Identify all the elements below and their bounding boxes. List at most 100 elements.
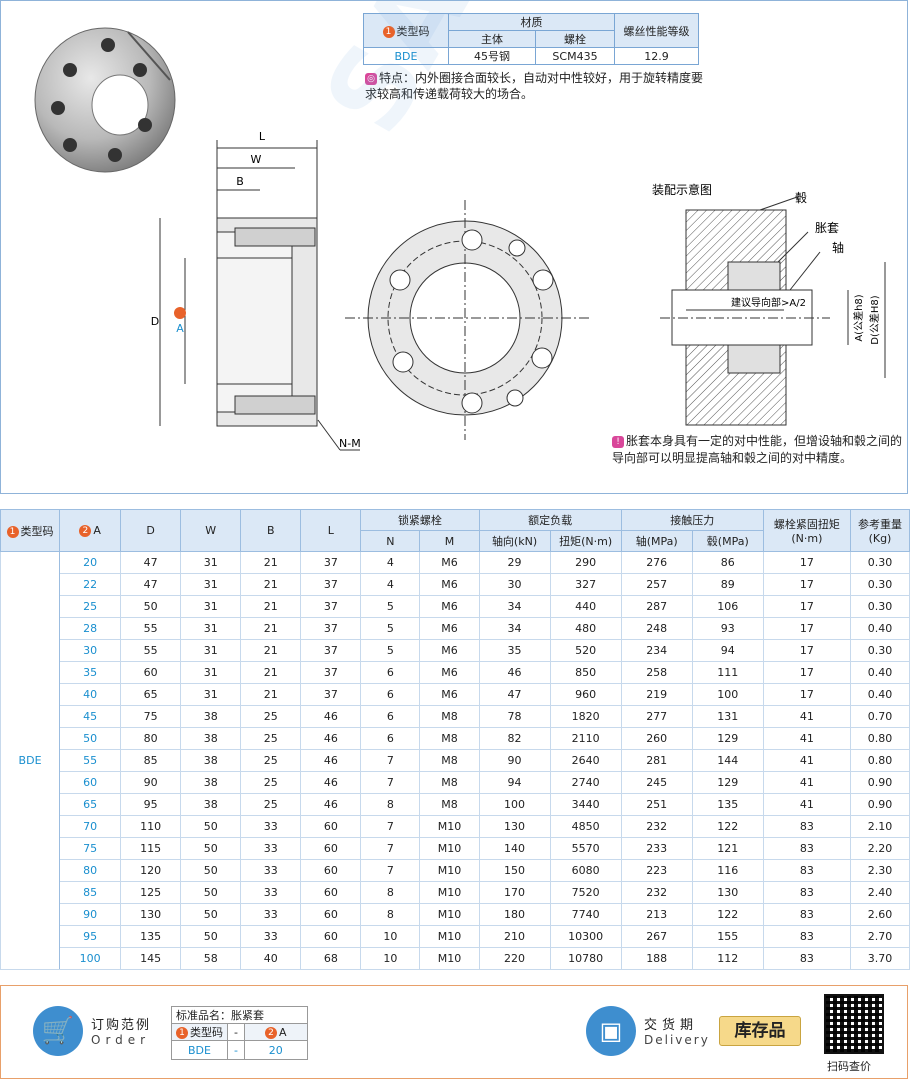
table-cell: 17 bbox=[762, 595, 851, 618]
table-cell: 1820 bbox=[549, 705, 622, 728]
table-cell: 106 bbox=[691, 595, 764, 618]
table-cell: 60 bbox=[300, 881, 362, 904]
table-cell: 251 bbox=[620, 793, 693, 816]
table-cell: 28 bbox=[59, 617, 122, 640]
table-cell: 0.80 bbox=[849, 749, 910, 772]
table-cell: 31 bbox=[180, 617, 242, 640]
table-cell: 129 bbox=[691, 727, 764, 750]
table-cell: 65 bbox=[120, 683, 182, 706]
table-cell: 4 bbox=[360, 551, 421, 574]
feature-description: ◎特点：内外圈接合面较长，自动对中性较好，用于旋转精度要求较高和传递载荷较大的场… bbox=[365, 71, 704, 101]
table-cell: 440 bbox=[549, 595, 622, 618]
table-cell: 47 bbox=[120, 573, 182, 596]
table-cell: 6 bbox=[360, 705, 421, 728]
table-cell: 135 bbox=[120, 925, 182, 948]
material-header-bolt: 螺栓 bbox=[535, 30, 615, 48]
table-cell: 213 bbox=[620, 903, 693, 926]
table-cell: 10 bbox=[360, 947, 421, 970]
table-cell: 38 bbox=[180, 727, 242, 750]
table-cell: 90 bbox=[59, 903, 122, 926]
table-cell: 46 bbox=[300, 705, 362, 728]
table-cell: 60 bbox=[300, 837, 362, 860]
spec-header-B: B bbox=[240, 509, 302, 552]
table-cell: M10 bbox=[419, 925, 480, 948]
spec-header-load: 额定负载 bbox=[478, 509, 622, 531]
table-cell: M10 bbox=[419, 859, 480, 882]
table-cell: 31 bbox=[180, 661, 242, 684]
table-cell: M6 bbox=[419, 595, 480, 618]
table-cell: 41 bbox=[762, 727, 851, 750]
note-icon: ! bbox=[612, 435, 624, 448]
table-cell: 50 bbox=[120, 595, 182, 618]
table-cell: 0.40 bbox=[849, 617, 910, 640]
table-cell: 5 bbox=[360, 639, 421, 662]
table-cell: M6 bbox=[419, 573, 480, 596]
table-cell: 2740 bbox=[549, 771, 622, 794]
table-cell: 46 bbox=[300, 793, 362, 816]
table-cell: 115 bbox=[120, 837, 182, 860]
spec-header-pressure: 接触压力 bbox=[620, 509, 764, 531]
table-cell: 2110 bbox=[549, 727, 622, 750]
label-A-tol: A(公差h8) bbox=[852, 294, 865, 341]
table-cell: 0.40 bbox=[849, 683, 910, 706]
table-cell: 31 bbox=[180, 573, 242, 596]
table-cell: 37 bbox=[300, 551, 362, 574]
table-cell: 120 bbox=[120, 859, 182, 882]
table-cell: 38 bbox=[180, 793, 242, 816]
table-cell: 125 bbox=[120, 881, 182, 904]
badge-1: 1 bbox=[382, 25, 395, 38]
table-cell: 281 bbox=[620, 749, 693, 772]
table-cell: 145 bbox=[120, 947, 182, 970]
table-cell: 3.70 bbox=[849, 947, 910, 970]
product-info-frame bbox=[0, 0, 908, 494]
table-cell: 25 bbox=[240, 793, 302, 816]
table-cell: 0.90 bbox=[849, 793, 910, 816]
table-cell: 257 bbox=[620, 573, 693, 596]
table-cell: 85 bbox=[120, 749, 182, 772]
table-cell: 41 bbox=[762, 749, 851, 772]
table-cell: M6 bbox=[419, 551, 480, 574]
table-cell: 78 bbox=[478, 705, 551, 728]
table-cell: 70 bbox=[59, 815, 122, 838]
table-cell: 50 bbox=[180, 859, 242, 882]
stock-badge: 库存品 bbox=[719, 1016, 801, 1046]
delivery-box-icon: ▣ bbox=[586, 1006, 636, 1056]
table-cell: 25 bbox=[59, 595, 122, 618]
table-cell: 33 bbox=[240, 925, 302, 948]
table-cell: 188 bbox=[620, 947, 693, 970]
table-cell: 210 bbox=[478, 925, 551, 948]
table-cell: 267 bbox=[620, 925, 693, 948]
table-cell: 116 bbox=[691, 859, 764, 882]
table-cell: 37 bbox=[300, 617, 362, 640]
table-cell: M8 bbox=[419, 771, 480, 794]
table-cell: 80 bbox=[120, 727, 182, 750]
qr-code[interactable] bbox=[824, 994, 884, 1054]
table-cell: 31 bbox=[180, 551, 242, 574]
material-type: BDE bbox=[363, 47, 449, 65]
table-cell: 8 bbox=[360, 903, 421, 926]
order-v-type: BDE bbox=[171, 1040, 228, 1060]
feature-icon: ◎ bbox=[365, 72, 377, 85]
table-cell: 4850 bbox=[549, 815, 622, 838]
table-cell: 7 bbox=[360, 749, 421, 772]
table-cell: 75 bbox=[120, 705, 182, 728]
spec-header-axial: 轴向(kN) bbox=[478, 530, 551, 552]
table-cell: 100 bbox=[691, 683, 764, 706]
table-cell: 82 bbox=[478, 727, 551, 750]
table-cell: 68 bbox=[300, 947, 362, 970]
order-title-en: Order bbox=[91, 1033, 151, 1047]
table-cell: 47 bbox=[478, 683, 551, 706]
table-cell: 7 bbox=[360, 837, 421, 860]
table-cell: 37 bbox=[300, 595, 362, 618]
table-cell: 7 bbox=[360, 815, 421, 838]
delivery-title: 交货期 bbox=[644, 1018, 699, 1033]
